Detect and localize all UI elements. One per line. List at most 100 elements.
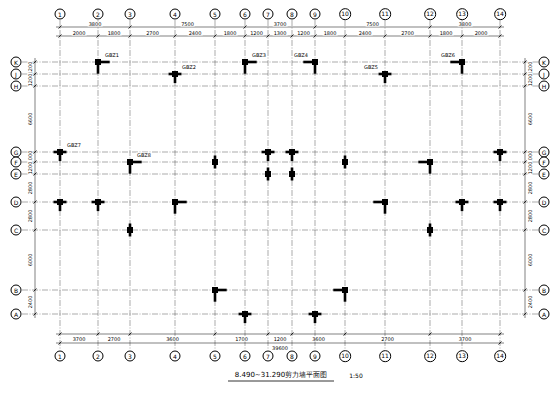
axis-bubble: 7 xyxy=(263,9,274,20)
axis-bubble: H xyxy=(539,81,550,92)
dimension-text: 2700 xyxy=(107,336,122,341)
axis-number: 14 xyxy=(496,353,504,359)
axis-number: 12 xyxy=(426,353,434,359)
axis-bubble: 3 xyxy=(125,351,136,362)
dimension-text: 2400 xyxy=(28,295,33,310)
axis-bubble: 4 xyxy=(170,351,181,362)
dimension-text: 3800 xyxy=(88,21,103,26)
axis-bubble: 14 xyxy=(494,350,506,362)
drawing-title: 8.490~31.290剪力墙平面图 xyxy=(235,372,327,379)
axis-number: 10 xyxy=(341,11,349,17)
dimension-text: 3800 xyxy=(458,21,473,26)
axis-bubble: 10 xyxy=(339,350,351,362)
axis-bubble: J xyxy=(11,69,22,80)
dimension-text: 1200 xyxy=(528,161,533,176)
axis-bubble: 11 xyxy=(379,8,391,20)
dimension-text: 3600 xyxy=(165,336,180,341)
axis-number: 1 xyxy=(58,11,62,17)
dimension-text: 3700 xyxy=(458,336,473,341)
axis-bubble: 13 xyxy=(456,8,468,20)
axis-number: G xyxy=(542,149,547,155)
wall-tag: GBZ8 xyxy=(136,153,152,158)
wall-tag: GBZ1 xyxy=(104,53,120,58)
axis-number: 7 xyxy=(266,353,270,359)
dimension-text: 1200 xyxy=(296,30,311,35)
axis-bubble: D xyxy=(539,197,550,208)
axis-bubble: 14 xyxy=(494,8,506,20)
axis-number: A xyxy=(14,311,18,317)
axis-number: 7 xyxy=(266,11,270,17)
scale-text: 1:50 xyxy=(348,373,363,379)
axis-bubble: 8 xyxy=(287,351,298,362)
wall-tag: GBZ7 xyxy=(66,143,82,148)
dimension-text: 1800 xyxy=(323,30,338,35)
wall-tag: GBZ2 xyxy=(181,65,197,70)
axis-bubble: 6 xyxy=(240,351,251,362)
axis-number: 11 xyxy=(381,11,389,17)
axis-number: 3 xyxy=(128,11,132,17)
axis-bubble: 10 xyxy=(339,8,351,20)
wall-tag: GBZ6 xyxy=(440,53,456,58)
axis-number: D xyxy=(14,199,19,205)
dimension-text: 6000 xyxy=(528,253,533,268)
axis-number: 13 xyxy=(458,353,466,359)
axis-bubble: 11 xyxy=(379,350,391,362)
axis-number: H xyxy=(14,83,19,89)
axis-number: B xyxy=(14,287,18,293)
axis-bubble: C xyxy=(539,225,550,236)
dimension-text: 2800 xyxy=(528,209,533,224)
dimension-text: 1800 xyxy=(223,30,238,35)
dimension-text: 6600 xyxy=(528,112,533,127)
dimension-text: 7500 xyxy=(365,21,380,26)
title-underline xyxy=(228,381,334,382)
axis-bubble: A xyxy=(11,309,22,320)
axis-bubble: 5 xyxy=(210,351,221,362)
dimension-text: 2000 xyxy=(474,30,489,35)
axis-number: K xyxy=(542,59,546,65)
dimension-text: 6000 xyxy=(28,253,33,268)
axis-bubble: 2 xyxy=(93,9,104,20)
axis-number: 6 xyxy=(243,11,247,17)
axis-bubble: B xyxy=(11,285,22,296)
dimension-text: 1200 xyxy=(249,30,264,35)
dimension-text: 1800 xyxy=(439,30,454,35)
axis-number: 4 xyxy=(173,11,177,17)
axis-bubble: H xyxy=(11,81,22,92)
axis-number: 5 xyxy=(213,353,217,359)
axis-number: 1 xyxy=(58,353,62,359)
axis-lines xyxy=(22,20,538,350)
axis-number: G xyxy=(14,149,19,155)
axis-bubble: 5 xyxy=(210,9,221,20)
dimension-text: 1700 xyxy=(234,336,249,341)
axis-number: 5 xyxy=(213,11,217,17)
axis-bubble: 7 xyxy=(263,351,274,362)
dimension-text: 3600 xyxy=(311,336,326,341)
axis-bubble: F xyxy=(11,157,22,168)
axis-bubble: 4 xyxy=(170,9,181,20)
axis-number: J xyxy=(15,71,17,77)
axis-number: E xyxy=(542,171,546,177)
axis-number: 6 xyxy=(243,353,247,359)
axis-number: K xyxy=(14,59,18,65)
dimension-text: 2700 xyxy=(145,30,160,35)
axis-number: 4 xyxy=(173,353,177,359)
axis-number: 14 xyxy=(496,11,504,17)
dimension-text: 2400 xyxy=(358,30,373,35)
axis-bubble: K xyxy=(539,57,550,68)
axis-bubble: 13 xyxy=(456,350,468,362)
dimension-text: 1300 xyxy=(273,30,288,35)
axis-bubble: D xyxy=(11,197,22,208)
axis-number: 13 xyxy=(458,11,466,17)
axis-bubble: 12 xyxy=(424,8,436,20)
axis-number: 11 xyxy=(381,353,389,359)
axis-number: 9 xyxy=(313,11,317,17)
axis-number: A xyxy=(542,311,546,317)
axis-bubble: E xyxy=(11,169,22,180)
axis-number: H xyxy=(542,83,547,89)
axis-number: 3 xyxy=(128,353,132,359)
dimension-text: 2800 xyxy=(28,209,33,224)
axis-number: J xyxy=(543,71,545,77)
axis-bubble: E xyxy=(539,169,550,180)
